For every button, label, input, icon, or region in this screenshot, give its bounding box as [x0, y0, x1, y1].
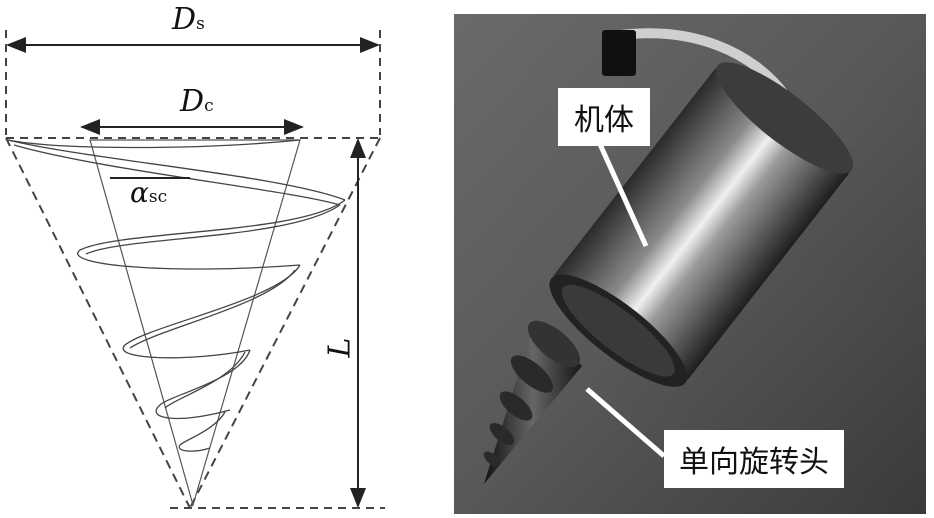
label-dc: Dc	[180, 84, 214, 119]
device-illustration	[454, 14, 926, 514]
cable-connector	[602, 30, 636, 76]
device-body	[549, 62, 854, 387]
callout-body: 机体	[558, 88, 650, 146]
rotary-head	[483, 320, 582, 484]
conical-screw-diagram	[5, 30, 385, 509]
callout-rotary-head: 单向旋转头	[664, 430, 844, 488]
body-leader-line	[596, 140, 649, 248]
core-cone	[89, 139, 301, 508]
label-alpha-sc: αsc	[130, 176, 168, 209]
label-l: L	[322, 337, 358, 358]
outer-cone-left	[5, 137, 191, 509]
helical-blade	[7, 139, 346, 452]
device-photo: 机体 单向旋转头	[454, 14, 926, 514]
head-leader-line	[585, 387, 666, 458]
outer-cone-right	[189, 137, 381, 509]
label-ds: Ds	[172, 2, 205, 37]
